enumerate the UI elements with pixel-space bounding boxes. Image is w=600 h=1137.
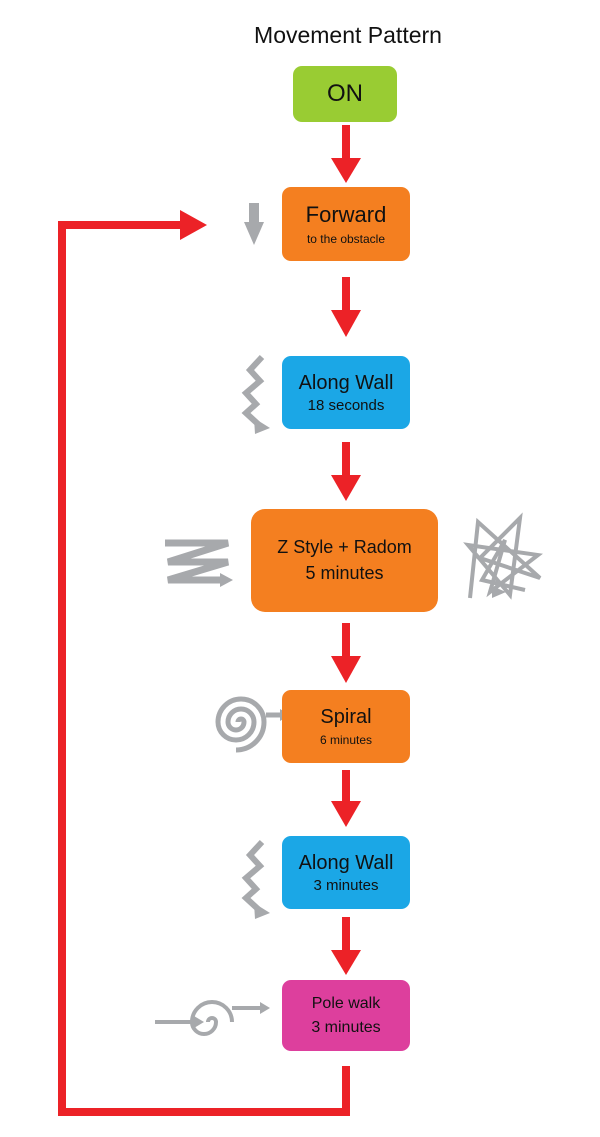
connector-zstyle-spiral	[331, 623, 361, 683]
node-sublabel: 6 minutes	[319, 733, 373, 748]
connector-on-forward	[331, 125, 361, 183]
node-forward: Forward to the obstacle	[282, 187, 410, 261]
zigzag-wall-icon	[241, 839, 270, 919]
node-label: Pole walk	[311, 995, 381, 1013]
diagram-title: Movement Pattern	[254, 22, 442, 48]
connector-alongwall-zstyle	[331, 442, 361, 501]
node-sublabel: 5 minutes	[305, 562, 384, 583]
node-label: Spiral	[320, 706, 372, 729]
down-arrow-icon	[244, 203, 264, 245]
pole-walk-icon	[155, 1000, 270, 1036]
node-label: ON	[327, 79, 363, 107]
node-z-style-random: Z Style + Radom 5 minutes	[251, 509, 438, 612]
connector-alongwall-polewalk	[331, 917, 361, 975]
node-label: Along Wall	[298, 371, 394, 394]
connector-spiral-alongwall	[331, 770, 361, 827]
random-pattern-icon	[463, 512, 543, 600]
node-label: Along Wall	[298, 851, 394, 874]
node-sublabel: to the obstacle	[306, 232, 386, 246]
node-along-wall-2: Along Wall 3 minutes	[282, 836, 410, 909]
node-on: ON	[293, 66, 397, 122]
node-spiral: Spiral 6 minutes	[282, 690, 410, 763]
zigzag-wall-icon	[241, 354, 270, 434]
node-sublabel: 3 minutes	[311, 1018, 381, 1036]
node-pole-walk: Pole walk 3 minutes	[282, 980, 410, 1051]
node-label: Forward	[305, 201, 387, 227]
z-pattern-icon	[165, 539, 233, 587]
spiral-icon	[215, 696, 290, 753]
connector-forward-alongwall	[331, 277, 361, 337]
node-along-wall-1: Along Wall 18 seconds	[282, 356, 410, 429]
node-sublabel: 3 minutes	[313, 876, 379, 894]
node-label: Z Style + Radom	[277, 536, 412, 557]
loop-back-connector	[58, 210, 350, 1116]
node-sublabel: 18 seconds	[307, 396, 385, 414]
